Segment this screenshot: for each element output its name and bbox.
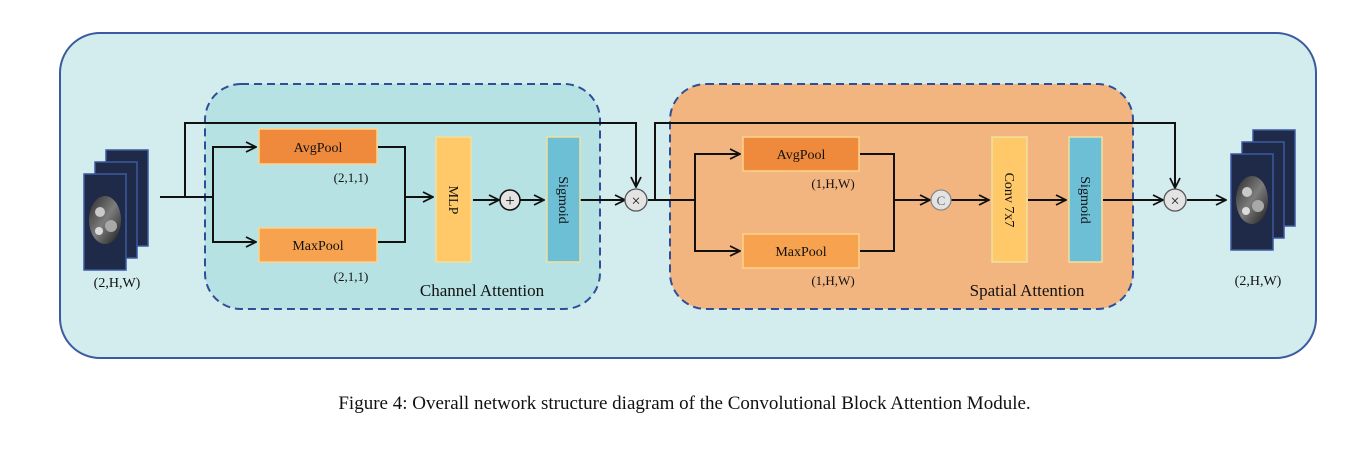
sa-branch-avg-arrow [694,154,740,200]
spatial-attention-title: Spatial Attention [970,281,1085,300]
multiply-op-1-icon [624,188,648,212]
ca-maxpool-to-mlp [378,197,406,243]
sa-branch-max-arrow [694,200,740,251]
multiply-op-2-symbol: × [1170,193,1179,210]
sa-avgpool-shape: (1,H,W) [811,176,854,191]
sum-op-symbol: + [505,191,515,210]
conv-label: Conv 7x7 [1001,173,1016,228]
channel-attention-title: Channel Attention [420,281,545,300]
ca-avgpool-to-mlp [378,146,406,197]
output-feature-image [1230,129,1296,251]
input-shape-label: (2,H,W) [94,276,141,291]
concat-op-symbol: C [937,193,946,208]
sa-maxpool-to-concat [860,200,895,252]
ca-branch-avg-arrow [212,147,256,197]
output-shape-label: (2,H,W) [1235,274,1282,289]
skip-connection-2 [654,122,1175,200]
ca-maxpool-shape: (2,1,1) [334,269,369,284]
ca-branch-max-arrow [212,197,256,242]
sa-avgpool-label: AvgPool [777,148,826,163]
sa-maxpool-shape: (1,H,W) [811,273,854,288]
conv-box [991,136,1028,263]
ca-avgpool-label: AvgPool [294,141,343,156]
sa-sigmoid-box [1068,136,1103,263]
multiply-op-1-symbol: × [631,193,640,210]
mlp-label: MLP [445,186,460,215]
sa-maxpool-label: MaxPool [775,245,826,260]
mlp-box [435,136,472,263]
ca-maxpool-label: MaxPool [292,239,343,254]
sa-sigmoid-label: Sigmoid [1077,176,1092,223]
spatial-attention-region [669,83,1134,310]
ca-avgpool-box [258,128,378,165]
figure-caption: Figure 4: Overall network structure diag… [338,393,1031,414]
sa-maxpool-box [742,233,860,269]
ca-sigmoid-box [546,136,581,263]
sa-avgpool-box [742,136,860,172]
channel-attention-region [204,83,601,310]
concat-op-icon [930,189,952,211]
sa-avgpool-to-concat [860,153,895,200]
skip-connection-1 [184,122,636,197]
ca-sigmoid-label: Sigmoid [555,176,570,223]
ca-maxpool-box [258,227,378,263]
sum-op-icon [499,189,521,211]
input-feature-image [83,149,149,271]
ca-avgpool-shape: (2,1,1) [334,170,369,185]
multiply-op-2-icon [1163,188,1187,212]
